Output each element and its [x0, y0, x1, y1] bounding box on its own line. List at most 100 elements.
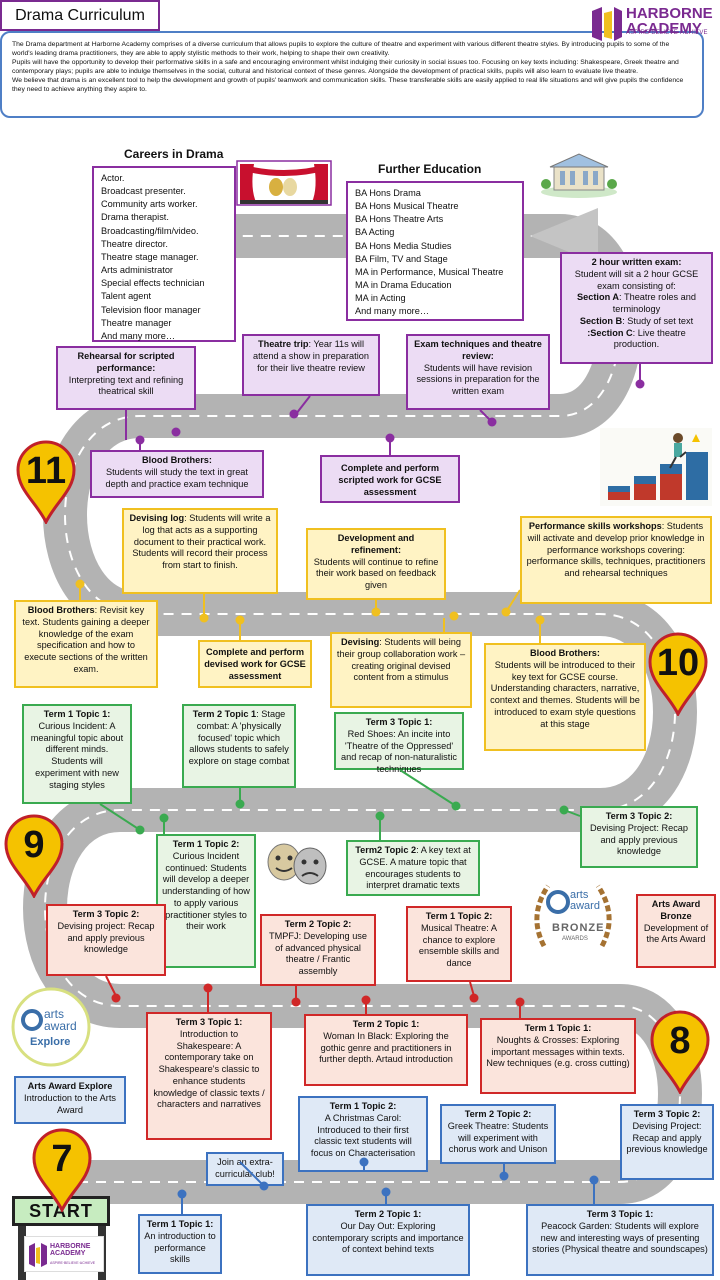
box-text: Noughts & Crosses: Exploring important m… — [486, 1034, 630, 1069]
logo-tagline: ASPIRE·BELIEVE·ACHIEVE — [626, 30, 708, 36]
y7-term2-topic2-box: Term 2 Topic 2: Greek Theatre: Students … — [440, 1104, 556, 1164]
intro-paragraph: The Drama department at Harborne Academy… — [12, 41, 670, 58]
year-9-pin-icon — [4, 814, 64, 898]
theatre-trip-box: Theatre trip: Year 11s will attend a sho… — [242, 334, 380, 396]
list-item: BA Hons Musical Theatre — [355, 201, 459, 212]
list-item: BA Acting — [355, 227, 395, 238]
year-11-pin-icon — [16, 440, 76, 524]
y9-term3-topic2-box: Term 3 Topic 2: Devising Project: Recap … — [580, 806, 698, 868]
list-item: Theatre director. — [101, 238, 168, 249]
box-text: Students will study the text in great de… — [105, 466, 249, 489]
box-text: : Year 11s will attend a show in prepara… — [253, 339, 369, 373]
box-title: Term 3 Topic 1: — [365, 717, 433, 727]
arts-award-explore-box: Arts Award Explore Introduction to the A… — [14, 1076, 126, 1124]
box-title: Theatre trip — [257, 339, 309, 349]
box-text: Red Shoes: An incite into 'Theatre of th… — [341, 728, 457, 775]
blood-brothers-y11-box: Blood Brothers: Students will study the … — [90, 450, 264, 498]
y8-term1-topic2-box: Term 1 Topic 2: Musical Theatre: A chanc… — [406, 906, 512, 982]
box-text: : Students will activate and develop pri… — [526, 521, 706, 579]
box-text: Interpreting text and refining theatrica… — [68, 374, 184, 397]
performance-workshops-box: Performance skills workshops: Students w… — [520, 516, 712, 604]
y9-term1-topic2-box: Term 1 Topic 2: Curious Incident continu… — [156, 834, 256, 968]
list-item: Theatre stage manager. — [101, 251, 199, 262]
box-text: Section A: Theatre roles and terminology — [577, 292, 696, 315]
y8-term2-topic1-box: Term 2 Topic 1: Woman In Black: Explorin… — [304, 1014, 468, 1086]
box-title: Term 1 Topic 1: — [43, 709, 111, 719]
rehearsal-box: Rehearsal for scripted performance: Inte… — [56, 346, 196, 410]
box-text: Students will continue to refine their w… — [313, 556, 439, 591]
year-8-pin-icon — [650, 1010, 710, 1094]
box-title: Term 2 Topic 2: — [464, 1109, 532, 1119]
box-title: Blood Brothers — [27, 605, 95, 615]
development-box: Development and refinement: Students wil… — [306, 528, 446, 600]
y8-term3-topic2-box: Term 3 Topic 2: Devising project: Recap … — [46, 904, 166, 976]
box-text: Students will be introduced to their key… — [490, 659, 640, 729]
list-item: Talent agent — [101, 291, 152, 302]
box-text: A Christmas Carol: Introduced to their f… — [310, 1112, 416, 1159]
box-text: Greek Theatre: Students will experiment … — [447, 1120, 549, 1155]
box-text: : A key text at GCSE. A mature topic tha… — [359, 845, 471, 891]
y9-term1-topic1-box: Term 1 Topic 1: Curious Incident: A mean… — [22, 704, 132, 804]
y7-term2-topic1-box: Term 2 Topic 1: Our Day Out: Exploring c… — [306, 1204, 470, 1276]
box-title: Devising — [340, 637, 380, 647]
scripted-work-box: Complete and perform scripted work for G… — [320, 455, 460, 503]
blood-brothers-intro-box: Blood Brothers: Students will be introdu… — [484, 643, 646, 751]
road-arrow-icon — [530, 208, 598, 264]
bronze-logo-sub: AWARDS — [562, 936, 588, 942]
theatre-stage-icon — [236, 160, 332, 206]
box-title: Term 2 Topic 1: — [354, 1209, 422, 1219]
box-text: Introduction to Shakespeare: A contempor… — [153, 1028, 265, 1110]
extra-curricular-club-box: Join an extra-curricular club! — [206, 1152, 284, 1186]
further-education-heading: Further Education — [378, 162, 482, 176]
page-title: Drama Curriculum — [0, 0, 160, 31]
list-item: Broadcast presenter. — [101, 186, 186, 197]
y9-term2-topic2-box: Term2 Topic 2: A key text at GCSE. A mat… — [346, 840, 480, 896]
box-title: Term 1 Topic 1: — [146, 1219, 214, 1229]
bronze-logo-level: BRONZE — [552, 922, 605, 934]
box-title: Term2 Topic 2 — [355, 845, 417, 855]
y7-term1-topic2-box: Term 1 Topic 2: A Christmas Carol: Intro… — [298, 1096, 428, 1172]
box-title: Term 2 Topic 2: — [284, 919, 352, 929]
box-text: Introduction to the Arts Award — [24, 1092, 116, 1115]
box-text: Our Day Out: Exploring contemporary scri… — [312, 1220, 464, 1255]
year-7-pin-icon — [32, 1128, 92, 1212]
list-item: BA Hons Drama — [355, 188, 421, 198]
box-text: Join an extra-curricular club! — [215, 1157, 275, 1179]
mini-logo-tagline: ASPIRE·BELIEVE·ACHIEVE — [50, 1261, 96, 1265]
careers-heading: Careers in Drama — [124, 147, 224, 161]
box-title: Performance skills workshops — [528, 521, 662, 531]
devising-box: Devising: Students will being their grou… — [330, 632, 472, 708]
explore-ring-icon — [11, 987, 91, 1067]
box-title: Blood Brothers: — [142, 455, 212, 465]
university-building-icon — [541, 153, 617, 198]
box-title: Term 3 Topic 1: — [586, 1209, 654, 1219]
box-text: An introduction to performance skills — [144, 1230, 216, 1265]
box-title: Exam techniques and theatre review: — [414, 339, 542, 361]
list-item: BA Hons Theatre Arts — [355, 214, 444, 225]
y7-term3-topic1-box: Term 3 Topic 1: Peacock Garden: Students… — [526, 1204, 714, 1276]
arts-award-bronze-box: Arts Award Bronze Development of the Art… — [636, 894, 716, 968]
box-text: :Section C: Live theatre production. — [587, 327, 686, 350]
list-item: BA Hons Media Studies — [355, 240, 452, 251]
written-exam-box: 2 hour written exam: Student will sit a … — [560, 252, 713, 364]
box-title: Term 2 Topic 1: — [352, 1019, 420, 1029]
list-item: Theatre manager — [101, 317, 172, 328]
box-text: Musical Theatre: A chance to explore ens… — [418, 922, 500, 969]
box-title: Term 1 Topic 2: — [425, 911, 493, 921]
explore-logo-level: Explore — [30, 1036, 71, 1048]
list-item: Special effects technician — [101, 278, 205, 289]
box-text: Development of the Arts Award — [643, 922, 709, 945]
box-title: Devising log — [129, 513, 185, 523]
list-item: MA in Acting — [355, 293, 406, 304]
box-text: Devising Project: Recap and apply previo… — [626, 1120, 708, 1155]
box-title: Arts Award Explore — [27, 1081, 113, 1091]
list-item: And many more… — [355, 306, 430, 317]
y8-term2-topic2-box: Term 2 Topic 2: TMPFJ: Developing use of… — [260, 914, 376, 986]
y9-term2-topic1-box: Term 2 Topic 1: Stage combat: A 'physica… — [182, 704, 296, 788]
box-text: Devising project: Recap and apply previo… — [57, 920, 155, 955]
box-title: 2 hour written exam: — [591, 257, 682, 267]
list-item: Arts administrator — [101, 265, 173, 276]
